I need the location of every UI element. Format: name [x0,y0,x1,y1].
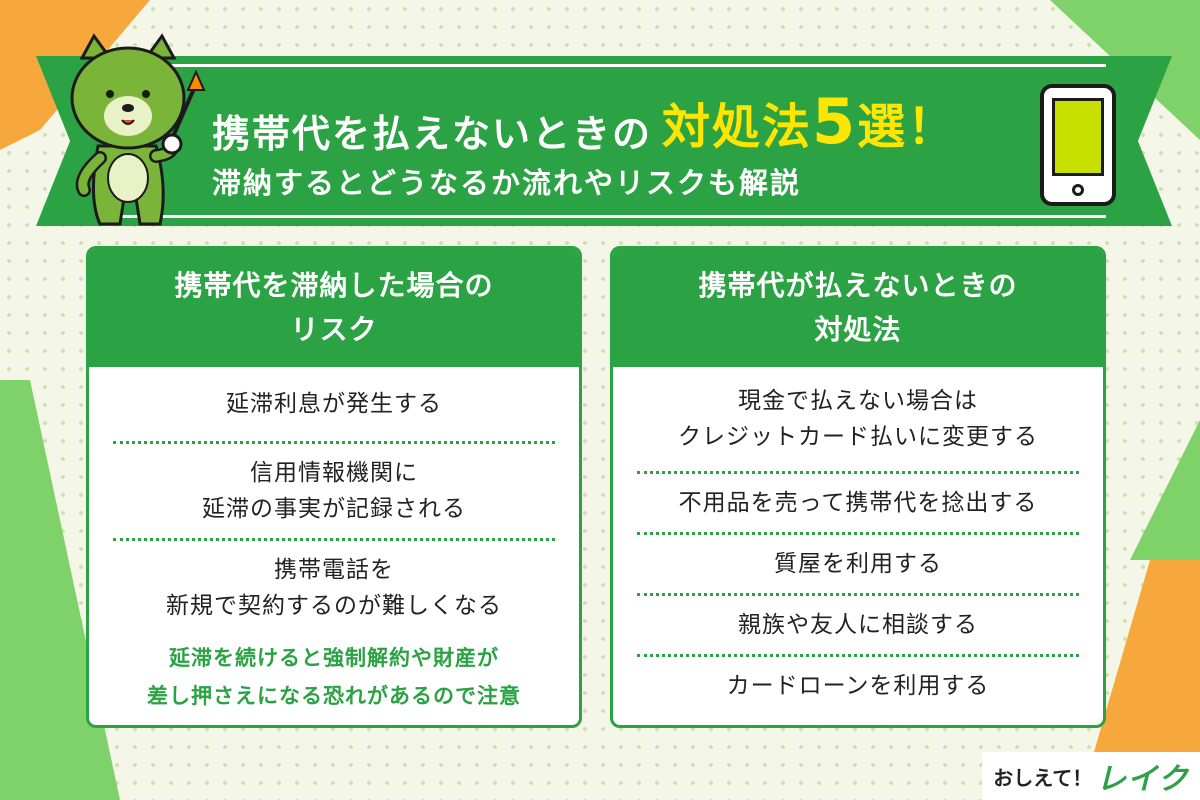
solution-item-1-line1: 現金で払えない場合は [738,388,978,414]
list-item: 質屋を利用する [637,535,1079,596]
risk-panel-heading: 携帯代を滞納した場合の リスク [89,249,579,367]
risk-list: 延滞利息が発生する 信用情報機関に 延滞の事実が記録される 携帯電話を 新規で契… [89,367,579,635]
brand-logo: おしえて！ レイク [982,752,1200,800]
solutions-heading-line2: 対処法 [814,313,902,346]
risk-note-line1: 延滞を続けると強制解約や財産が [169,646,499,670]
solutions-heading-line1: 携帯代が払えないときの [698,269,1018,302]
solution-item-1-line2: クレジットカード払いに変更する [678,424,1038,450]
title-emphasis-text: 対処法 [662,99,813,155]
title-main: 携帯代を払えないときの [212,112,653,156]
smartphone-screen [1052,98,1104,176]
list-item: 不用品を売って携帯代を捻出する [637,474,1079,535]
risk-item-3-line2: 新規で契約するのが難しくなる [166,593,502,619]
list-item: 現金で払えない場合は クレジットカード払いに変更する [637,367,1079,474]
brand-name: レイク [1096,762,1189,797]
smartphone-icon [1040,84,1116,206]
brand-prefix: おしえて！ [993,765,1093,790]
risk-heading-line2: リスク [290,313,378,346]
list-item: 信用情報機関に 延滞の事実が記録される [113,444,555,541]
risk-item-2-line1: 信用情報機関に [250,460,418,486]
title-emphasis-number: 5 [812,85,858,158]
solution-item-4: 親族や友人に相談する [738,612,978,638]
risk-item-1-line1: 延滞利息が発生する [226,391,442,417]
risk-item-2-line2: 延滞の事実が記録される [202,496,466,522]
risk-note-line2: 差し押さえになる恐れがあるので注意 [147,684,521,708]
risk-item-3-line1: 携帯電話を [274,557,394,583]
list-item: 携帯電話を 新規で契約するのが難しくなる [113,541,555,635]
page-title: 携帯代を払えないときの 対処法5選！ [212,78,957,158]
risk-heading-line1: 携帯代を滞納した場合の [174,269,494,302]
list-item: 延滞利息が発生する [113,367,555,444]
smartphone-home-button [1072,184,1084,196]
page-subtitle: 滞納するとどうなるか流れやリスクも解説 [212,166,802,200]
list-item: カードローンを利用する [637,657,1079,715]
list-item: 親族や友人に相談する [637,596,1079,657]
solution-item-5: カードローンを利用する [726,673,990,699]
corner-green-right-mid [1130,420,1200,560]
solution-item-3: 質屋を利用する [774,551,942,577]
title-emphasis: 対処法5選！ [662,85,957,158]
solutions-panel: 携帯代が払えないときの 対処法 現金で払えない場合は クレジットカード払いに変更… [610,246,1106,728]
solutions-panel-heading: 携帯代が払えないときの 対処法 [613,249,1103,367]
solution-item-2: 不用品を売って携帯代を捻出する [678,490,1038,516]
risk-panel: 携帯代を滞納した場合の リスク 延滞利息が発生する 信用情報機関に 延滞の事実が… [86,246,582,728]
header-banner-inner [96,64,1106,218]
mascot-icon [70,33,206,226]
solutions-list: 現金で払えない場合は クレジットカード払いに変更する 不用品を売って携帯代を捻出… [613,367,1103,715]
risk-warning-note: 延滞を続けると強制解約や財産が 差し押さえになる恐れがあるので注意 [89,635,579,715]
title-emphasis-suffix: 選！ [857,99,958,155]
